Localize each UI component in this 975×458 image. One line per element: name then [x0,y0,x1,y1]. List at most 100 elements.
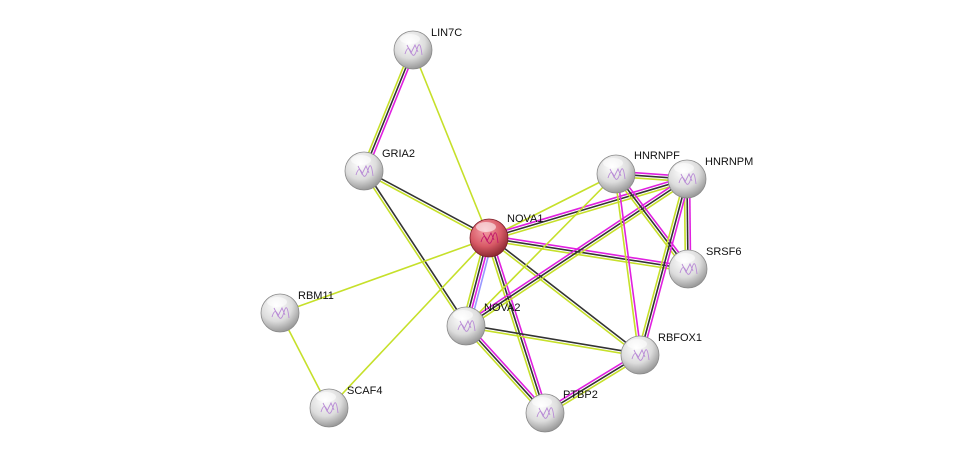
edge-evidence-textmining [412,49,490,239]
edge-evidence-coexpression [488,178,688,239]
edge-evidence-coexpression [639,178,688,356]
protein-structure-icon [536,406,555,419]
edge-evidence-experiments [617,171,691,268]
edge-evidence-experiments [641,179,691,356]
node-highlight [267,297,287,307]
protein-structure-icon [678,172,697,185]
node-highlight [400,34,420,44]
node-highlight [351,155,371,165]
edge-evidence-coexpression [466,323,641,355]
node-srsf6[interactable]: SRSF6 [668,246,741,289]
edge-evidence-textmining [613,174,640,356]
edge-evidence-experiments [490,236,549,413]
node-highlight [453,310,473,320]
node-gria2[interactable]: GRIA2 [344,148,415,191]
node-highlight [316,392,336,402]
edge-evidence-experiments [467,323,548,412]
edge-nova1-ptbp2[interactable] [485,236,549,415]
node-label: NOVA2 [484,302,520,314]
node-label: PTBP2 [563,389,598,401]
node-label: HNRNPF [634,150,680,162]
edge-evidence-textmining [488,173,617,239]
edge-evidence-textmining [488,239,688,273]
edge-nova1-rbfox1[interactable] [487,236,642,357]
node-label: GRIA2 [382,148,415,160]
node-rbm11[interactable]: RBM11 [260,290,334,333]
protein-structure-icon [607,167,626,180]
edge-nova2-ptbp2[interactable] [463,323,548,416]
edge-evidence-textmining [362,171,466,328]
edge-evidence-coexpression [465,325,546,414]
edge-evidence-experiments [616,173,643,355]
node-nova2[interactable]: NOVA2 [446,302,520,346]
node-highlight [532,397,552,407]
edge-evidence-textmining [489,180,688,242]
edge-rbm11-nova1[interactable] [279,237,490,314]
node-scaf4[interactable]: SCAF4 [309,385,382,428]
edge-evidence-coexpression [489,236,642,355]
edge-evidence-coexpression [363,49,414,172]
edge-evidence-coexpression [364,169,468,326]
node-label: SCAF4 [347,385,382,397]
edge-evidence-coexpression [488,237,689,270]
edge-hnrnpm-rbfox1[interactable] [636,178,691,356]
edge-evidence-textmining [328,237,490,409]
edge-evidence-experiments [489,234,689,268]
node-rbfox1[interactable]: RBFOX1 [620,332,702,375]
edge-evidence-textmining [279,237,490,314]
protein-structure-icon [404,43,423,56]
edge-evidence-textmining [465,173,617,327]
node-highlight [627,339,647,349]
edge-evidence-textmining [487,238,640,357]
node-label: RBM11 [298,290,334,302]
edge-evidence-textmining [485,238,544,415]
edge-nova1-srsf6[interactable] [488,234,689,273]
edge-gria2-nova1[interactable] [363,169,490,240]
node-ptbp2[interactable]: PTBP2 [525,389,598,433]
edge-lin7c-gria2[interactable] [360,48,417,173]
node-hnrnpf[interactable]: HNRNPF [596,150,680,194]
node-highlight [675,253,695,263]
node-label: RBFOX1 [658,332,702,344]
edge-evidence-textmining [463,327,544,416]
node-hnrnpm[interactable]: HNRNPM [667,156,753,199]
edge-evidence-textmining [360,48,412,171]
edge-nova2-rbfox1[interactable] [465,323,641,358]
protein-structure-icon [679,262,698,275]
node-label: HNRNPM [705,156,753,168]
node-nova1[interactable]: NOVA1 [469,213,543,258]
edge-scaf4-nova1[interactable] [328,237,490,409]
edge-nova1-hnrnpm[interactable] [488,175,688,242]
edge-evidence-coexpression [465,178,688,327]
edge-evidence-textmining [636,178,686,355]
node-label: SRSF6 [706,246,741,258]
edge-evidence-experiments [464,176,687,325]
edge-hnrnpf-srsf6[interactable] [613,171,691,272]
edge-nova1-hnrnpf[interactable] [488,173,617,239]
node-lin7c[interactable]: LIN7C [393,27,462,70]
edge-hnrnpf-rbfox1[interactable] [613,173,643,356]
edge-gria2-nova2[interactable] [362,169,468,328]
protein-structure-icon [631,348,650,361]
protein-structure-icon [457,319,476,332]
edge-evidence-experiments [488,175,687,237]
edge-nova2-hnrnpm[interactable] [464,176,689,329]
node-highlight [476,222,496,232]
protein-structure-icon [355,164,374,177]
edge-evidence-coexpression [364,169,490,238]
node-label: NOVA1 [507,213,543,225]
edge-evidence-experiments [365,50,417,173]
edge-lin7c-nova1[interactable] [412,49,490,239]
node-label: LIN7C [431,27,462,39]
node-highlight [674,163,694,173]
edge-evidence-coexpression [488,237,546,414]
edge-nova2-hnrnpf[interactable] [465,173,617,327]
edge-evidence-textmining [465,326,640,358]
edge-evidence-textmining [363,171,489,240]
edge-evidence-coexpression [615,173,689,270]
edge-evidence-textmining [466,180,689,329]
protein-structure-icon [480,231,499,244]
protein-structure-icon [271,306,290,319]
